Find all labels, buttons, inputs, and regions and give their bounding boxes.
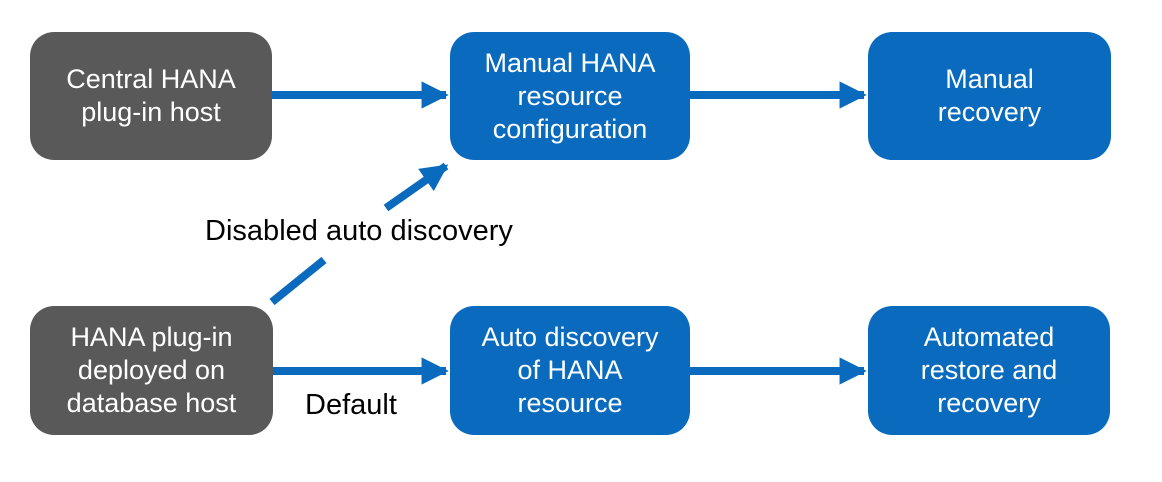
arrow-dbhost-to-manual-config-upper-segment — [383, 162, 449, 212]
node-label: Central HANA plug-in host — [66, 64, 236, 127]
edge-label-disabled-auto-discovery: Disabled auto discovery — [205, 215, 513, 247]
node-label: Automated restore and recovery — [920, 322, 1058, 418]
node-manual-hana-resource-configuration: Manual HANA resource configuration — [450, 32, 690, 160]
node-auto-discovery-of-hana-resource: Auto discovery of HANA resource — [450, 306, 690, 435]
node-hana-plugin-deployed-on-database-host: HANA plug-in deployed on database host — [30, 306, 273, 435]
edge-label-default: Default — [305, 389, 397, 421]
node-central-hana-plugin-host: Central HANA plug-in host — [30, 32, 272, 160]
node-automated-restore-and-recovery: Automated restore and recovery — [868, 306, 1110, 435]
node-label: Manual recovery — [937, 64, 1042, 127]
node-label: Auto discovery of HANA resource — [481, 322, 659, 418]
node-label: Manual HANA resource configuration — [484, 47, 656, 144]
arrow-dbhost-to-manual-config-lower-segment — [269, 256, 327, 306]
node-manual-recovery: Manual recovery — [868, 32, 1111, 160]
node-label: HANA plug-in deployed on database host — [66, 322, 237, 418]
